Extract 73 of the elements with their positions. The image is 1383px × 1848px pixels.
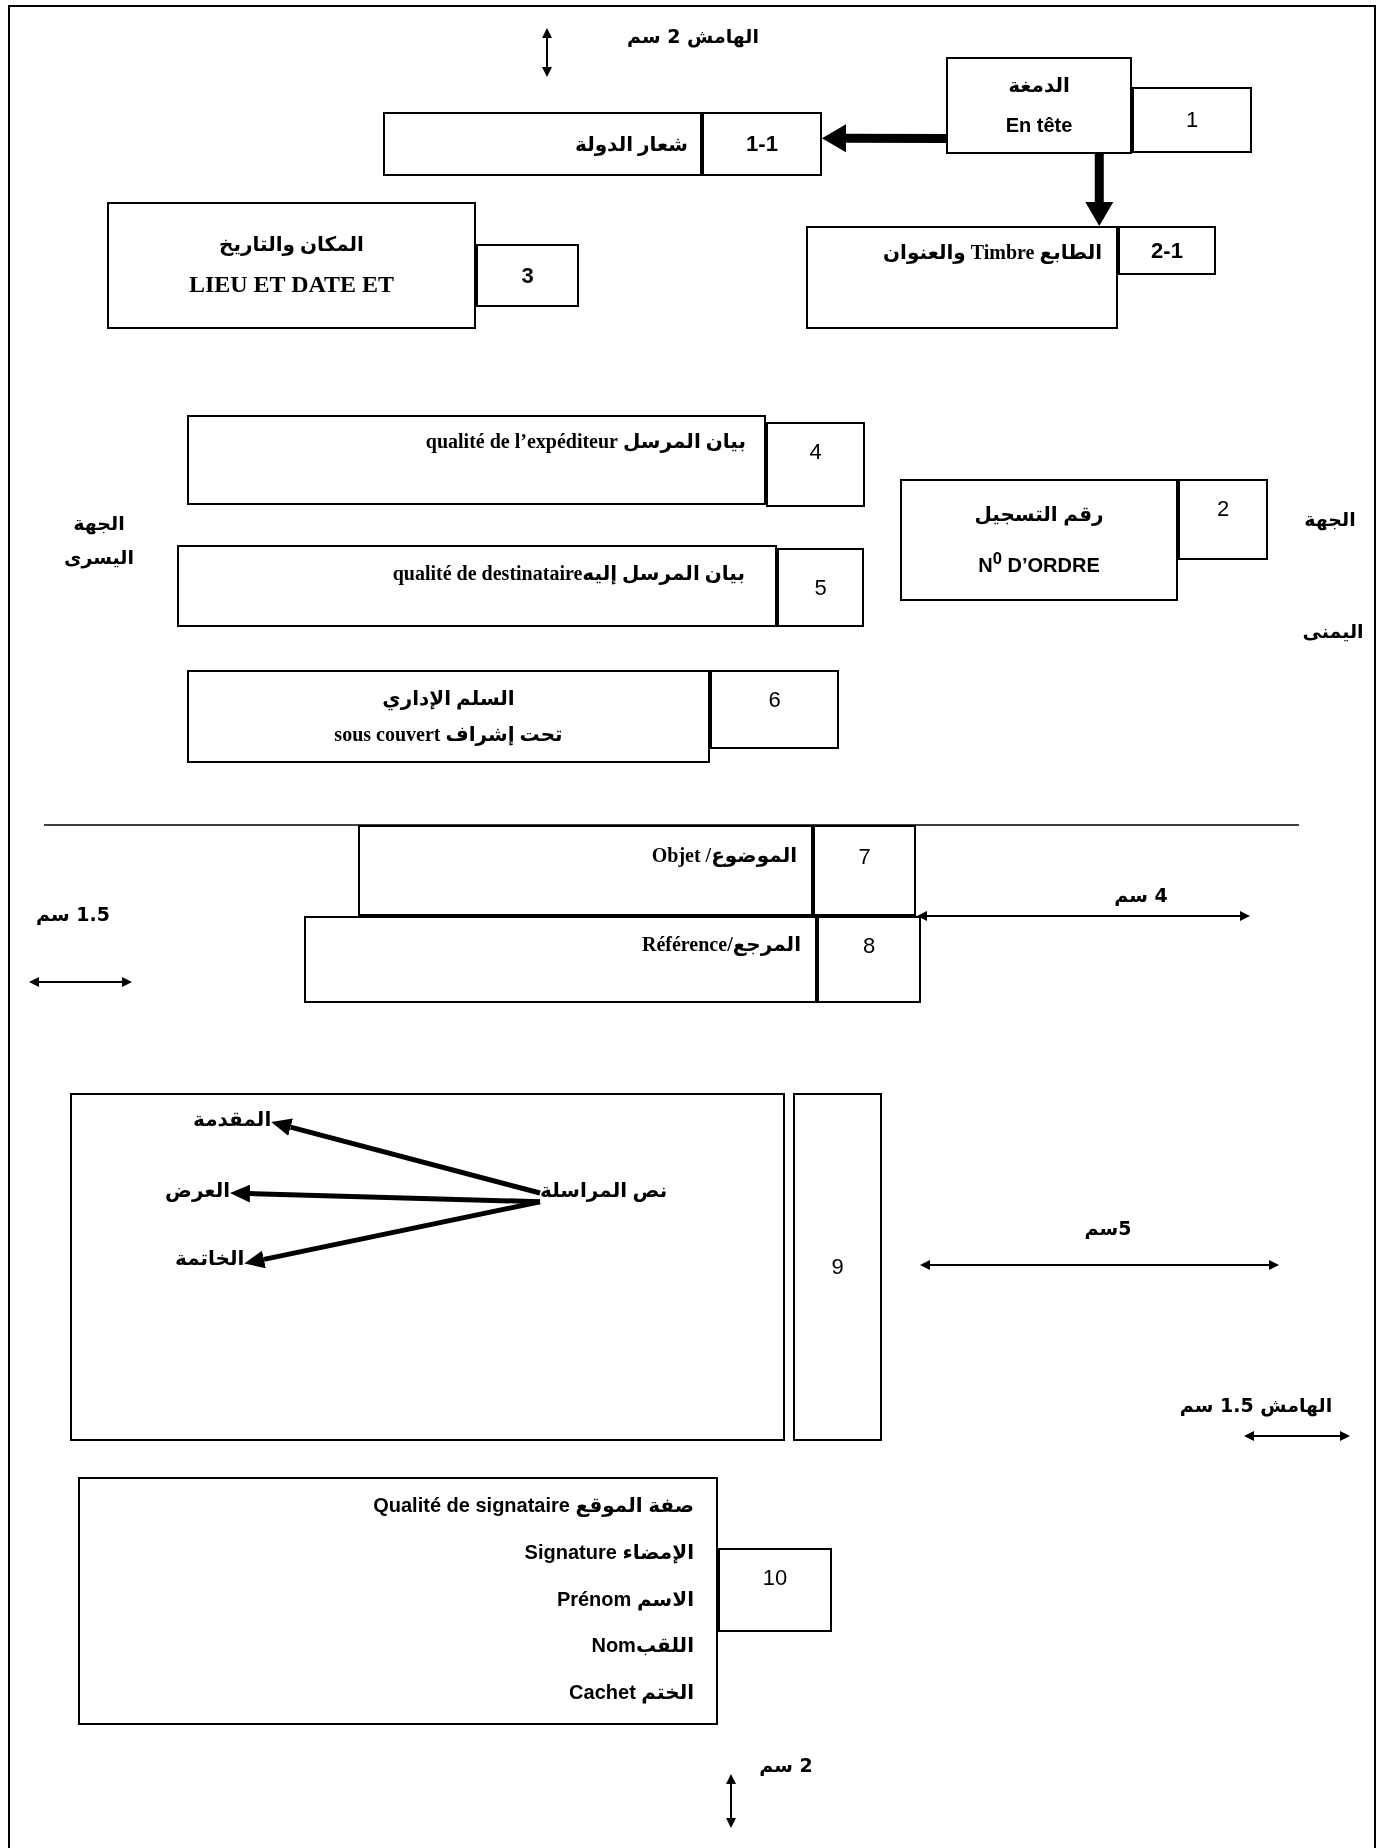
field-label: En tête — [1004, 113, 1074, 139]
field-label: LIEU ET DATE ET — [187, 270, 396, 299]
item-number: 8 — [861, 932, 877, 960]
number-box — [718, 1548, 832, 1632]
number-box — [813, 825, 916, 916]
field-label: المكان والتاريخ — [218, 232, 365, 257]
form-box — [107, 202, 476, 329]
form-box — [806, 226, 1118, 329]
form-box — [187, 415, 766, 505]
field-label: الموضوع/ Objet — [650, 843, 797, 868]
number-box — [793, 1093, 882, 1441]
dimension-note: الهامش 2 سم — [627, 25, 759, 47]
field-label: رقم التسجيل — [973, 502, 1105, 528]
item-number: 9 — [830, 1253, 845, 1281]
form-box — [187, 670, 710, 763]
number-box — [702, 112, 822, 176]
dimension-note: اليمنى — [1302, 620, 1364, 642]
dimension-note: 2 سم — [759, 1754, 813, 1776]
dimension-note: الهامش 1.5 سم — [1179, 1394, 1333, 1416]
form-box — [358, 825, 813, 916]
item-number: 5 — [813, 573, 828, 602]
dimension-note: 1.5 سم — [36, 903, 110, 925]
arrow — [271, 1118, 541, 1196]
field-label: الختم Cachet — [568, 1680, 694, 1705]
field-label: السلم الإداري — [381, 685, 516, 711]
section-label: الخاتمة — [175, 1246, 245, 1271]
item-number: 2 — [1215, 495, 1231, 523]
number-box — [777, 548, 864, 627]
arrow — [1085, 154, 1114, 226]
form-box — [383, 112, 702, 176]
arrow — [230, 1184, 541, 1205]
section-label: المقدمة — [193, 1107, 272, 1132]
section-label: نص المراسلة — [540, 1178, 668, 1203]
number-box — [766, 422, 865, 507]
field-label: الاسم Prénom — [555, 1586, 694, 1612]
item-number: 6 — [767, 686, 782, 714]
field-label: صفة الموقع Qualité de signataire — [372, 1493, 694, 1518]
item-number: 2-1 — [1150, 236, 1184, 265]
dimension-note: 5سم — [1084, 1217, 1132, 1239]
item-number: 7 — [857, 843, 872, 871]
item-number: 3 — [520, 261, 535, 290]
field-label: بيان المرسل إليهqualité de destinataire — [391, 561, 745, 586]
item-number: 10 — [761, 1564, 789, 1592]
form-box — [70, 1093, 785, 1441]
item-number: 1-1 — [745, 130, 779, 158]
number-box — [1118, 226, 1216, 275]
field-label: المرجع/Référence — [641, 932, 801, 957]
field-label: الطابع Timbre والعنوان — [882, 240, 1102, 265]
number-box — [710, 670, 839, 749]
item-number: 4 — [808, 438, 823, 466]
form-box — [78, 1477, 718, 1725]
field-label: N$^{0}$ D’ORDRE — [977, 549, 1101, 578]
form-box — [304, 916, 817, 1003]
form-box — [177, 545, 777, 627]
field-label: تحت إشراف sous couvert — [333, 722, 564, 748]
field-label: الدمغة — [1007, 72, 1071, 98]
field-label: الإمضاء Signature — [523, 1539, 694, 1565]
dimension-note: 4 سم — [1114, 884, 1168, 906]
field-label: شعار الدولة — [574, 131, 688, 157]
dimension-note: الجهة — [1304, 508, 1356, 530]
dimension-note: الجهة اليسرى — [63, 510, 135, 571]
field-label: اللقبNom — [590, 1633, 694, 1659]
field-label: بيان المرسل qualité de l’expéditeur — [424, 429, 746, 454]
number-box — [476, 244, 579, 307]
arrow — [822, 124, 946, 153]
number-box — [1132, 87, 1252, 153]
number-box — [817, 916, 921, 1003]
number-box — [1178, 479, 1268, 560]
section-label: العرض — [165, 1178, 230, 1203]
form-box — [900, 479, 1178, 601]
item-number: 1 — [1184, 106, 1200, 134]
arrow — [244, 1199, 541, 1269]
form-box — [946, 57, 1132, 154]
